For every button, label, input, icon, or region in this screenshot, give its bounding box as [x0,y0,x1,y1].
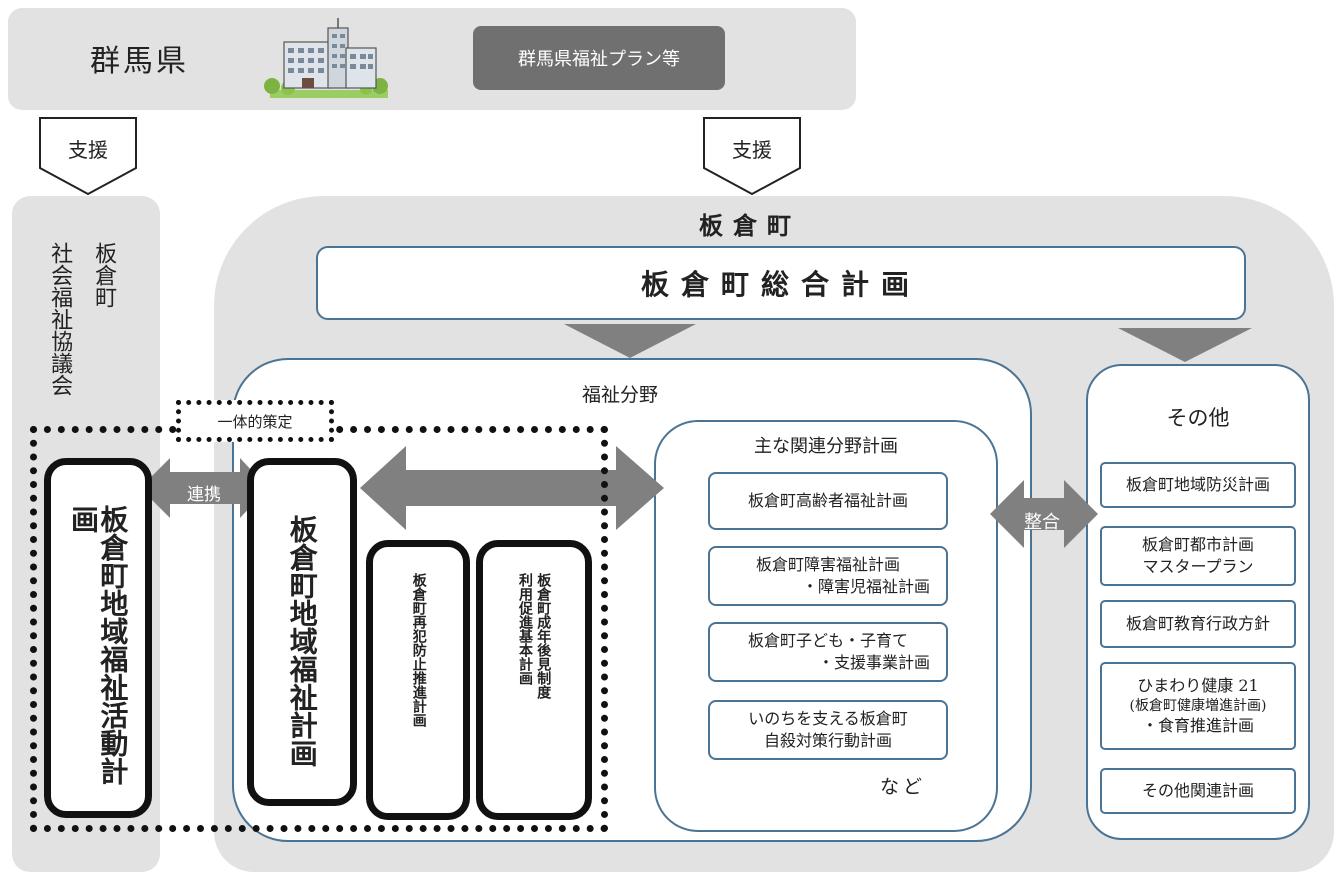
other-plan-line: 板倉町教育行政方針 [1125,614,1270,634]
welfare-field-label: 福祉分野 [581,384,658,406]
other-plan-line: (板倉町健康増進計画) [1129,697,1267,714]
related-plan-line: ・支援事業計画 [817,653,930,672]
community-welfare-activity-plan-box: 板倉町地域福祉活動計画 [44,458,152,818]
master-plan-box: 板倉町総合計画 [316,246,1246,320]
prefecture-name: 群馬県 [90,44,189,79]
related-plan-item: 板倉町高齢者福祉計画 [708,472,948,530]
prefecture-welfare-plan-box: 群馬県福祉プラン等 [473,26,725,90]
related-plan-line: いのちを支える板倉町 [748,708,908,728]
reoffense-prevention-plan-box: 板倉町再犯防止推進計画 [366,540,470,820]
other-plan-line: ひまわり健康 21 [1137,675,1259,695]
activity-plan-text: 板倉町地域福祉活動計画 [67,505,130,785]
prefecture-building-icon [262,18,394,104]
welfare-plan-text: 板倉町地域福祉計画 [285,515,319,767]
related-plan-item: いのちを支える板倉町 自殺対策行動計画 [708,700,948,760]
town-title: 板倉町 [699,212,801,240]
related-plan-item: 板倉町障害福祉計画 ・障害児福祉計画 [708,546,948,606]
integrated-planning-label: 一体的策定 [176,400,334,442]
related-plan-item: 板倉町子ども・子育て ・支援事業計画 [708,622,948,682]
related-plan-line: 板倉町障害福祉計画 [755,554,900,574]
related-plan-line: 板倉町子ども・子育て [747,630,908,650]
related-plan-line: 自殺対策行動計画 [763,731,892,750]
support-label-right: 支援 [732,138,772,162]
other-plan-line: ・食育推進計画 [1141,716,1254,736]
other-plans-title: その他 [1166,406,1230,430]
support-arrow-left: 支援 [38,116,138,196]
other-plan-item: 板倉町都市計画 マスタープラン [1100,526,1296,586]
other-plan-line: 板倉町地域防災計画 [1125,475,1270,495]
related-plans-title: 主な関連分野計画 [754,436,898,457]
support-label-left: 支援 [68,138,108,162]
community-welfare-plan-box: 板倉町地域福祉計画 [247,458,357,806]
guardianship-plan-text: 板倉町成年後見制度利用促進基本計画 [516,573,552,699]
reoffense-plan-text: 板倉町再犯防止推進計画 [410,573,427,727]
guardianship-plan-line1: 板倉町成年後見制度 [535,573,552,699]
coordination-label: 連携 [187,485,221,505]
other-plan-line: 板倉町都市計画 [1141,535,1254,555]
other-plan-item: ひまわり健康 21 (板倉町健康増進計画) ・食育推進計画 [1100,662,1296,750]
other-plan-item: 板倉町地域防災計画 [1100,462,1296,508]
alignment-label: 整合 [1024,512,1060,533]
related-plan-line: ・障害児福祉計画 [801,577,930,596]
guardianship-plan-box: 板倉町成年後見制度利用促進基本計画 [476,540,592,820]
other-plan-line: その他関連計画 [1141,781,1254,801]
related-plans-etc: など [880,776,927,798]
other-plan-line: マスタープラン [1142,557,1254,576]
related-plan-line: 板倉町高齢者福祉計画 [747,490,908,510]
other-plan-item: その他関連計画 [1100,768,1296,814]
other-plan-item: 板倉町教育行政方針 [1100,600,1296,648]
council-town-name: 板倉町 [91,242,117,308]
support-arrow-right: 支援 [702,116,802,196]
council-name: 社会福祉協議会 [47,242,73,396]
guardianship-plan-line2: 利用促進基本計画 [517,573,533,685]
